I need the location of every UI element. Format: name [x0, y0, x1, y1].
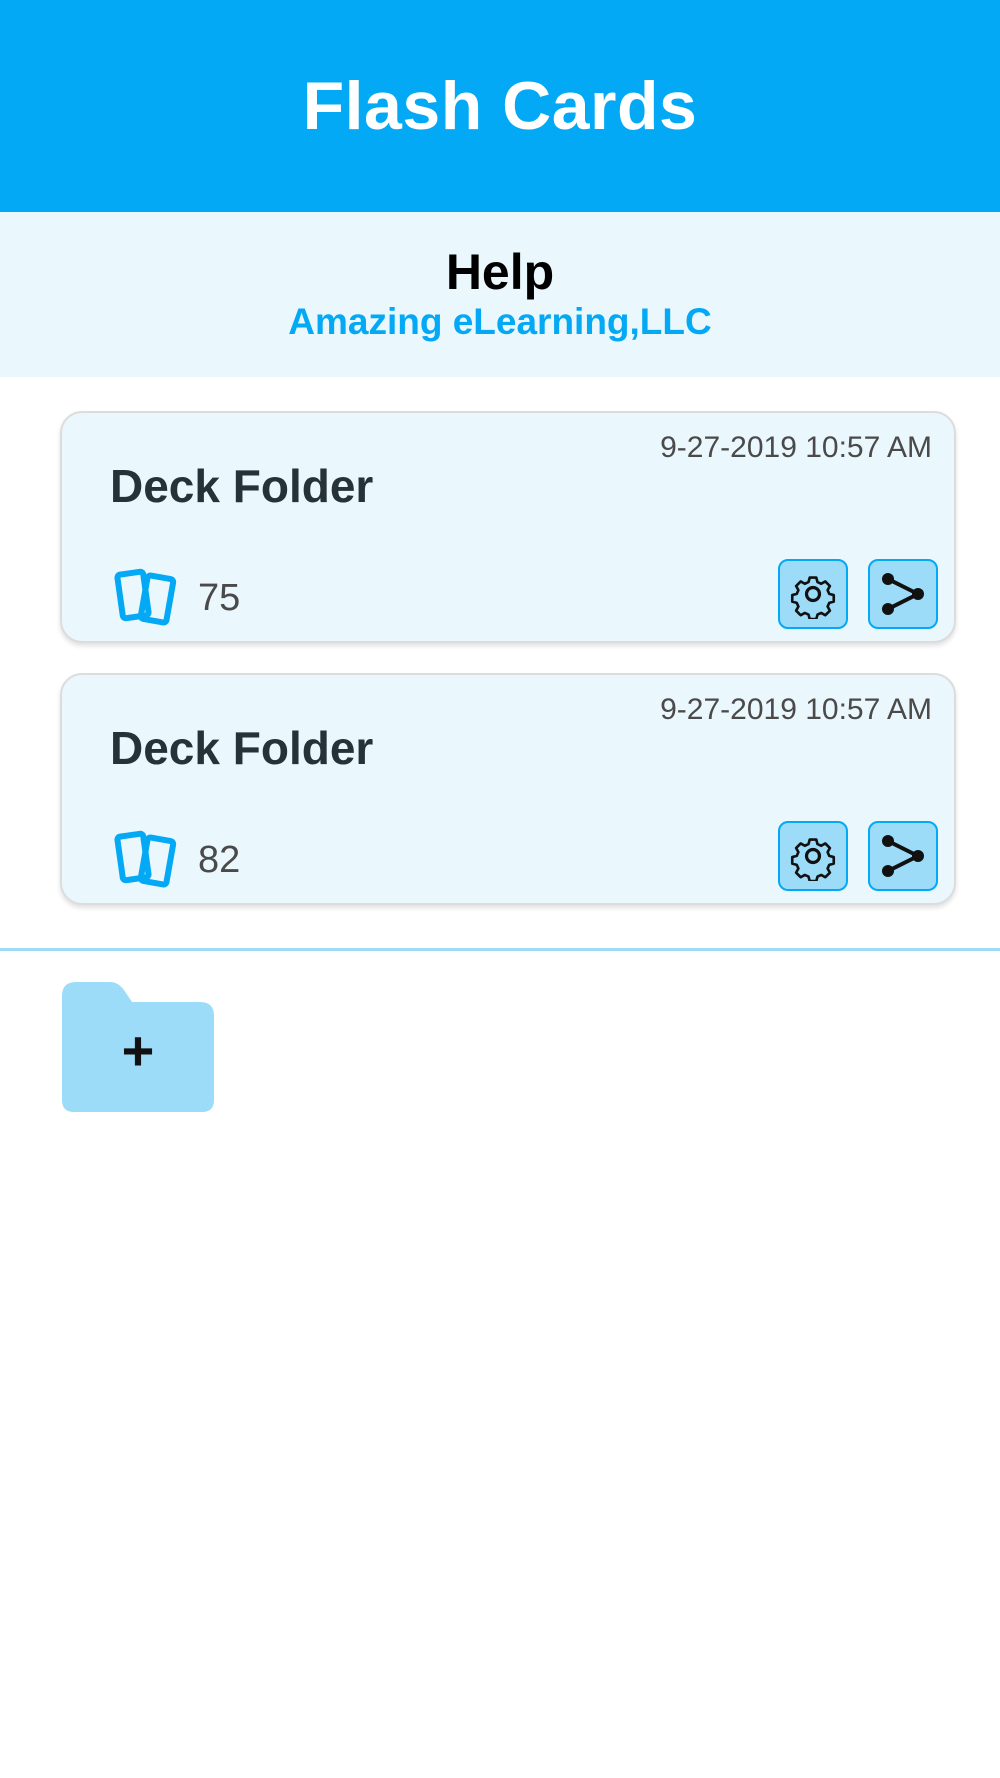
deck-title: Deck Folder — [110, 460, 374, 512]
app-header: Flash Cards — [0, 0, 1000, 212]
deck-timestamp: 9-27-2019 10:57 AM — [660, 693, 932, 726]
deck-folder-card[interactable]: 9-27-2019 10:57 AM Deck Folder 82 — [60, 673, 956, 905]
gear-icon — [790, 838, 836, 881]
deck-card-count: 82 — [198, 839, 241, 881]
deck-settings-button[interactable] — [778, 821, 848, 891]
share-icon — [882, 573, 924, 615]
deck-title: Deck Folder — [110, 722, 374, 774]
deck-timestamp: 9-27-2019 10:57 AM — [660, 431, 932, 464]
add-folder-button[interactable]: + — [62, 982, 214, 1112]
deck-share-button[interactable] — [868, 821, 938, 891]
folder-add-icon: + — [62, 982, 214, 1112]
section-divider — [0, 948, 1000, 951]
help-banner[interactable]: Help Amazing eLearning,LLC — [0, 212, 1000, 377]
help-link[interactable]: Help — [445, 243, 555, 300]
deck-folder-card[interactable]: 9-27-2019 10:57 AM Deck Folder 75 — [60, 411, 956, 643]
company-name: Amazing eLearning,LLC — [288, 300, 712, 342]
deck-share-button[interactable] — [868, 559, 938, 629]
app-title: Flash Cards — [302, 68, 698, 144]
deck-settings-button[interactable] — [778, 559, 848, 629]
share-icon — [882, 835, 924, 877]
deck-card-count: 75 — [198, 577, 241, 619]
cards-icon — [114, 830, 177, 888]
add-folder-label: + — [122, 1019, 155, 1082]
cards-icon — [114, 568, 177, 626]
gear-icon — [790, 576, 836, 619]
